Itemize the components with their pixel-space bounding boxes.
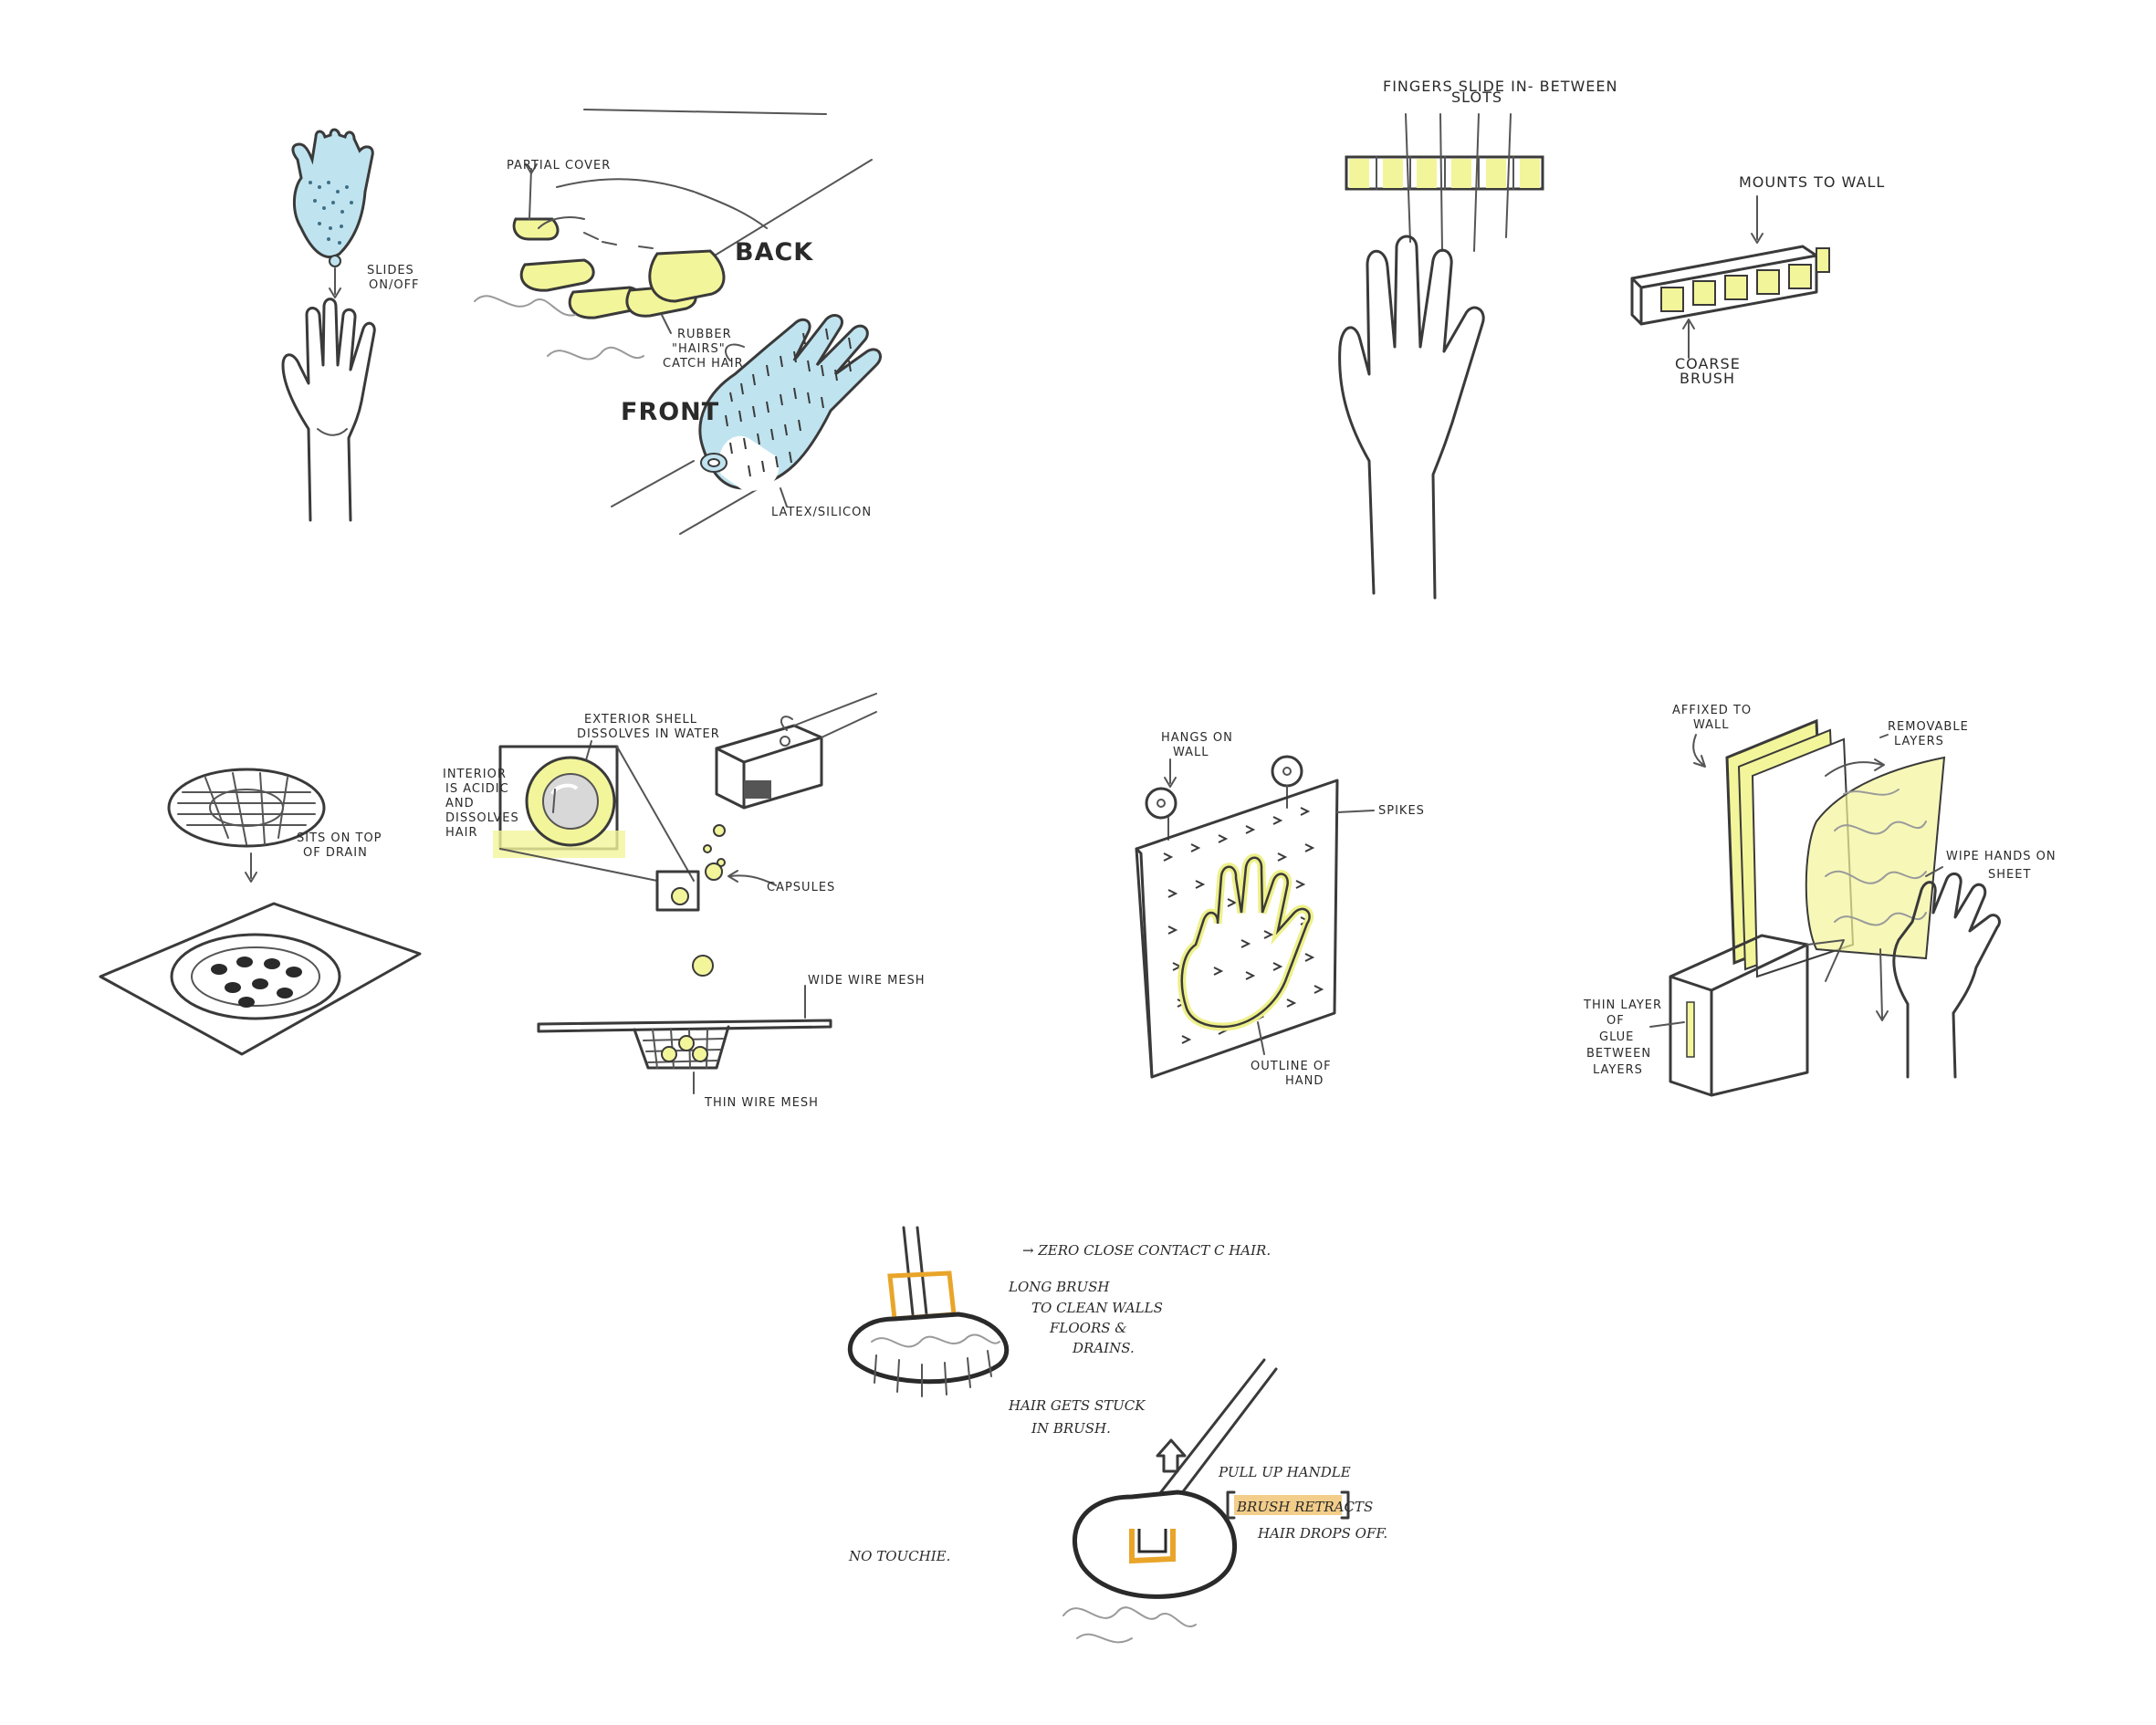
label-sits-on-top-2: OF DRAIN: [303, 846, 368, 860]
label-thin-wire-mesh: THIN WIRE MESH: [704, 1096, 819, 1110]
spike-board-sketch: HANGS ON WALL SPIKES OUTLINE OF HAND: [1136, 731, 1425, 1088]
note-hair-stuck-2: IN BRUSH.: [1031, 1420, 1111, 1437]
label-capsules: CAPSULES: [767, 881, 835, 894]
partial-cover-glove: [514, 110, 872, 318]
note-zero-contact: → ZERO CLOSE CONTACT C HAIR.: [1022, 1242, 1271, 1259]
drain-cover-sketch: SITS ON TOP OF DRAIN: [100, 769, 420, 1054]
slot-bar: [1346, 157, 1543, 189]
note-hair-stuck-1: HAIR GETS STUCK: [1008, 1397, 1146, 1414]
label-slides-on-off-1: SLIDES: [367, 264, 414, 277]
label-interior-5: HAIR: [445, 826, 478, 840]
label-wipe-hands-2: SHEET: [1988, 868, 2031, 882]
small-glove-icon: [293, 130, 372, 267]
label-mounts-to-wall: MOUNTS TO WALL: [1739, 173, 1885, 191]
label-interior-2: IS ACIDIC: [445, 782, 509, 796]
hand-outline: [283, 299, 374, 520]
note-hair-drops: HAIR DROPS OFF.: [1257, 1525, 1387, 1542]
dispenser-box: [717, 694, 876, 808]
label-rubber-1: RUBBER: [677, 328, 732, 341]
note-brush-retracts: BRUSH RETRACTS: [1236, 1499, 1373, 1515]
brush-head: [850, 1314, 1006, 1382]
label-interior-1: INTERIOR: [443, 768, 507, 781]
long-brush-sketch: → ZERO CLOSE CONTACT C HAIR. LONG BRUSH …: [848, 1228, 1387, 1642]
sticky-sheet-sketch: AFFIXED TO WALL REMOVABLE LAYERS WIPE HA…: [1583, 704, 2057, 1095]
retracted-brush-head: [1074, 1492, 1234, 1596]
label-front: FRONT: [621, 398, 719, 426]
label-outline-of-hand-2: HAND: [1285, 1074, 1324, 1088]
label-hangs-on-wall-2: WALL: [1173, 746, 1209, 759]
label-thin-layer-4: BETWEEN: [1586, 1047, 1651, 1061]
label-spikes: SPIKES: [1378, 804, 1425, 818]
label-outline-of-hand-1: OUTLINE OF: [1251, 1060, 1332, 1073]
note-long-brush-1: LONG BRUSH: [1008, 1279, 1110, 1295]
label-thin-layer-1: THIN LAYER: [1583, 998, 1662, 1012]
label-sits-on-top-1: SITS ON TOP: [297, 831, 382, 845]
label-latex-silicon: LATEX/SILICON: [771, 506, 872, 519]
drain-holes: [211, 957, 302, 1008]
label-hangs-on-wall-1: HANGS ON: [1161, 731, 1233, 745]
label-fingers-slide-2: SLOTS: [1451, 89, 1502, 106]
label-brush: BRUSH: [1680, 370, 1735, 387]
label-interior-3: AND: [445, 797, 475, 810]
wall-brush-mount: [1632, 246, 1829, 324]
label-exterior-shell-1: EXTERIOR SHELL: [584, 713, 697, 727]
label-removable-2: LAYERS: [1894, 735, 1944, 748]
label-affixed-2: WALL: [1693, 718, 1730, 732]
label-rubber-2: "HAIRS": [672, 342, 726, 356]
note-long-brush-2: TO CLEAN WALLS: [1031, 1300, 1163, 1316]
label-thin-layer-3: GLUE: [1599, 1030, 1634, 1044]
label-wipe-hands-1: WIPE HANDS ON: [1946, 850, 2057, 863]
label-affixed-1: AFFIXED TO: [1672, 704, 1752, 717]
hand-with-slots: [1340, 236, 1484, 598]
label-back: BACK: [735, 238, 813, 267]
label-removable-1: REMOVABLE: [1888, 720, 1969, 734]
label-thin-layer-2: OF: [1607, 1014, 1625, 1028]
label-thin-layer-5: LAYERS: [1593, 1063, 1643, 1077]
note-pull-up: PULL UP HANDLE: [1218, 1464, 1351, 1480]
hook-left-icon: [1146, 789, 1176, 818]
glove-sketch: SLIDES ON/OFF PARTIAL COVER BACK RUBBER …: [283, 110, 881, 534]
layered-sheets: [1727, 721, 1944, 977]
label-exterior-shell-2: DISSOLVES IN WATER: [577, 727, 720, 741]
label-partial-cover: PARTIAL COVER: [507, 159, 611, 172]
finger-slots-sketch: FINGERS SLIDE IN- BETWEEN SLOTS: [1340, 78, 1886, 598]
note-no-touchie: NO TOUCHIE.: [848, 1548, 950, 1564]
label-wide-wire-mesh: WIDE WIRE MESH: [808, 974, 926, 988]
label-slides-on-off-2: ON/OFF: [369, 278, 420, 292]
note-long-brush-4: DRAINS.: [1072, 1340, 1135, 1356]
note-long-brush-3: FLOORS &: [1049, 1320, 1127, 1336]
capsules-sketch: EXTERIOR SHELL DISSOLVES IN WATER INTERI…: [443, 694, 926, 1110]
hook-right-icon: [1272, 757, 1302, 786]
wire-mesh-strainer: [539, 1020, 831, 1068]
label-rubber-3: CATCH HAIR: [663, 357, 744, 371]
label-interior-4: DISSOLVES: [445, 811, 519, 825]
